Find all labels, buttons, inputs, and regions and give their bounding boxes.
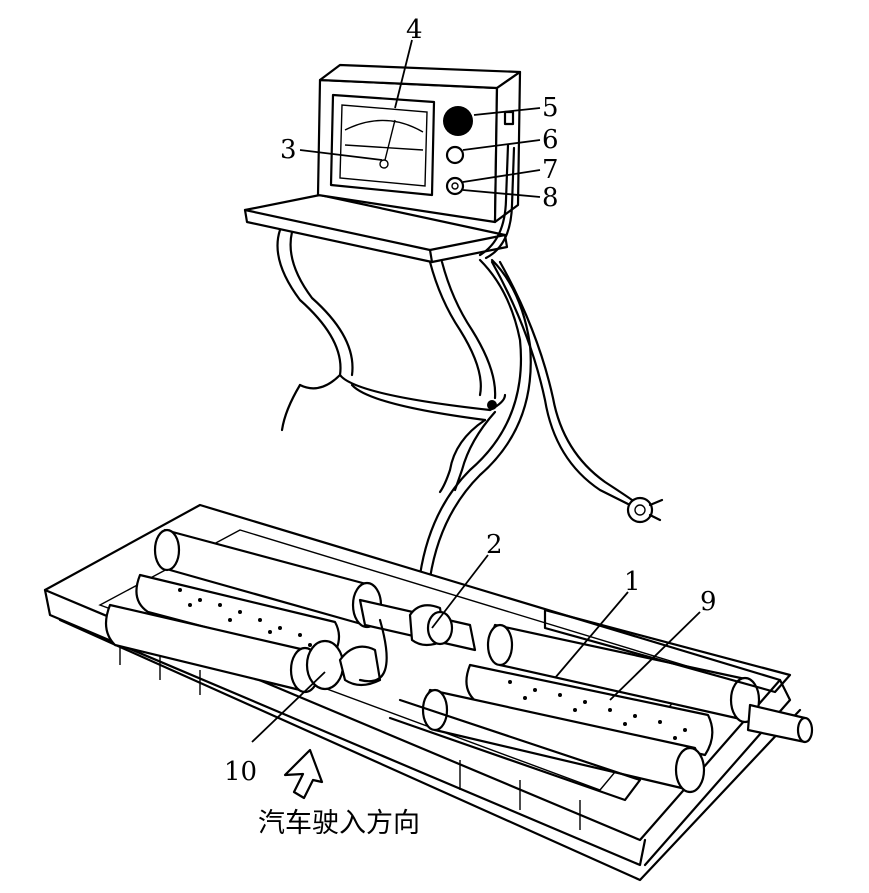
callout-2: 2	[486, 530, 503, 560]
callout-8: 8	[542, 183, 559, 213]
callout-7: 7	[542, 155, 559, 185]
callout-6: 6	[542, 125, 559, 155]
callout-9: 9	[700, 587, 717, 617]
leader-lines	[251, 39, 701, 743]
callout-4: 4	[406, 15, 423, 45]
roller-bench	[43, 503, 814, 882]
indicator-console	[243, 63, 522, 494]
cables	[418, 258, 664, 580]
callout-1: 1	[624, 567, 641, 597]
entry-direction-arrow-icon	[283, 748, 324, 800]
callout-labels: 4 5 3 6 7 8 2 1 9 10	[224, 15, 717, 787]
callout-10: 10	[224, 757, 257, 787]
entry-direction-caption: 汽车驶入方向	[258, 808, 420, 839]
callout-3: 3	[280, 135, 297, 165]
callout-5: 5	[542, 93, 559, 123]
